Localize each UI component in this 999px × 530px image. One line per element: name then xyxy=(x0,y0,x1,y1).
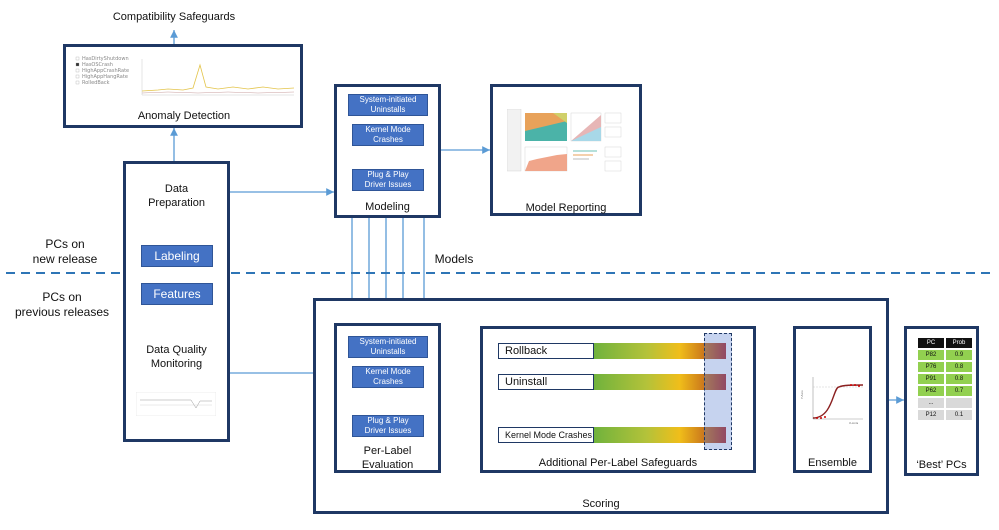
modeling-pill-uninstalls: System-initiated Uninstalls xyxy=(348,94,428,116)
table-cell: P82 xyxy=(918,350,944,360)
per-label-evaluation-label: Per-Label Evaluation xyxy=(361,445,414,471)
threshold-highlight xyxy=(704,333,732,450)
rollback-bar xyxy=(593,343,726,359)
ensemble-box: Y-Axis X-Axis Ensemble xyxy=(793,326,872,473)
safeguards-label: Additional Per-Label Safeguards xyxy=(538,457,698,469)
eval-pill-kernel: Kernel Mode Crashes xyxy=(352,366,424,388)
best-pcs-label: ‘Best’ PCs xyxy=(916,459,967,471)
eval-pill-pnp: Plug & Play Driver Issues xyxy=(352,415,424,437)
reporting-dashboard xyxy=(507,109,622,172)
scoring-label: Scoring xyxy=(582,498,620,510)
modeling-box: System-initiated Uninstalls Kernel Mode … xyxy=(334,84,441,218)
legend-swatch xyxy=(75,56,80,61)
compat-safeguards-title: Compatibility Safeguards xyxy=(112,11,236,23)
new-release-label: PCs on new release xyxy=(32,237,98,266)
table-cell: 0.8 xyxy=(946,374,972,384)
modeling-pill-kernel: Kernel Mode Crashes xyxy=(352,124,424,146)
ensemble-label: Ensemble xyxy=(808,457,857,469)
uninstall-bar xyxy=(593,374,726,390)
model-reporting-label: Model Reporting xyxy=(525,202,607,214)
kernel-bar xyxy=(593,427,726,443)
features-pill: Features xyxy=(141,283,213,305)
models-label: Models xyxy=(434,252,474,266)
table-cell: 0.8 xyxy=(946,362,972,372)
table-cell: P91 xyxy=(918,374,944,384)
legend-entry: HighAppHangRate xyxy=(82,74,128,80)
table-cell: P76 xyxy=(918,362,944,372)
model-reporting-box: Model Reporting xyxy=(490,84,642,216)
table-cell: 0.9 xyxy=(946,350,972,360)
previous-releases-label: PCs on previous releases xyxy=(14,290,110,319)
kernel-bar-label: Kernel Mode Crashes xyxy=(498,427,594,443)
legend-swatch xyxy=(75,80,80,85)
safeguards-box: Rollback Uninstall Kernel Mode Crashes A… xyxy=(480,326,756,473)
data-quality-label: Data Quality Monitoring xyxy=(146,344,207,370)
table-header-prob: Prob xyxy=(946,338,972,348)
table-cell: 0.1 xyxy=(946,410,972,420)
legend-entry: RolledBack xyxy=(82,80,110,86)
legend-entry: HasDirtyShutdown xyxy=(82,56,129,62)
legend-entry: HasOSCrash xyxy=(82,62,113,68)
per-label-evaluation-box: System-initiated Uninstalls Kernel Mode … xyxy=(334,323,441,473)
quality-chart xyxy=(136,392,216,416)
legend-entry: HighAppCrashRate xyxy=(82,68,129,74)
table-cell xyxy=(946,398,972,408)
modeling-label: Modeling xyxy=(365,201,410,213)
svg-text:Y-Axis: Y-Axis xyxy=(800,390,804,399)
anomaly-chart: HasDirtyShutdownHasOSCrashHighAppCrashRa… xyxy=(75,56,295,96)
table-cell: P12 xyxy=(918,410,944,420)
rollback-bar-label: Rollback xyxy=(498,343,594,359)
svg-text:X-Axis: X-Axis xyxy=(849,421,859,425)
anomaly-detection-label: Anomaly Detection xyxy=(137,110,231,122)
table-header-pc: PC xyxy=(918,338,944,348)
legend-swatch xyxy=(75,74,80,79)
legend-swatch xyxy=(75,62,80,67)
legend-swatch xyxy=(75,68,80,73)
uninstall-bar-label: Uninstall xyxy=(498,374,594,390)
modeling-pill-pnp: Plug & Play Driver Issues xyxy=(352,169,424,191)
table-cell: 0.7 xyxy=(946,386,972,396)
labeling-pill: Labeling xyxy=(141,245,213,267)
table-cell: P62 xyxy=(918,386,944,396)
table-cell: ... xyxy=(918,398,944,408)
data-preparation-label: Data Preparation xyxy=(148,183,205,209)
sigmoid-chart: Y-Axis X-Axis xyxy=(800,377,864,425)
eval-pill-uninstalls: System-initiated Uninstalls xyxy=(348,336,428,358)
data-preparation-box: Data Preparation Labeling Features Data … xyxy=(123,161,230,442)
